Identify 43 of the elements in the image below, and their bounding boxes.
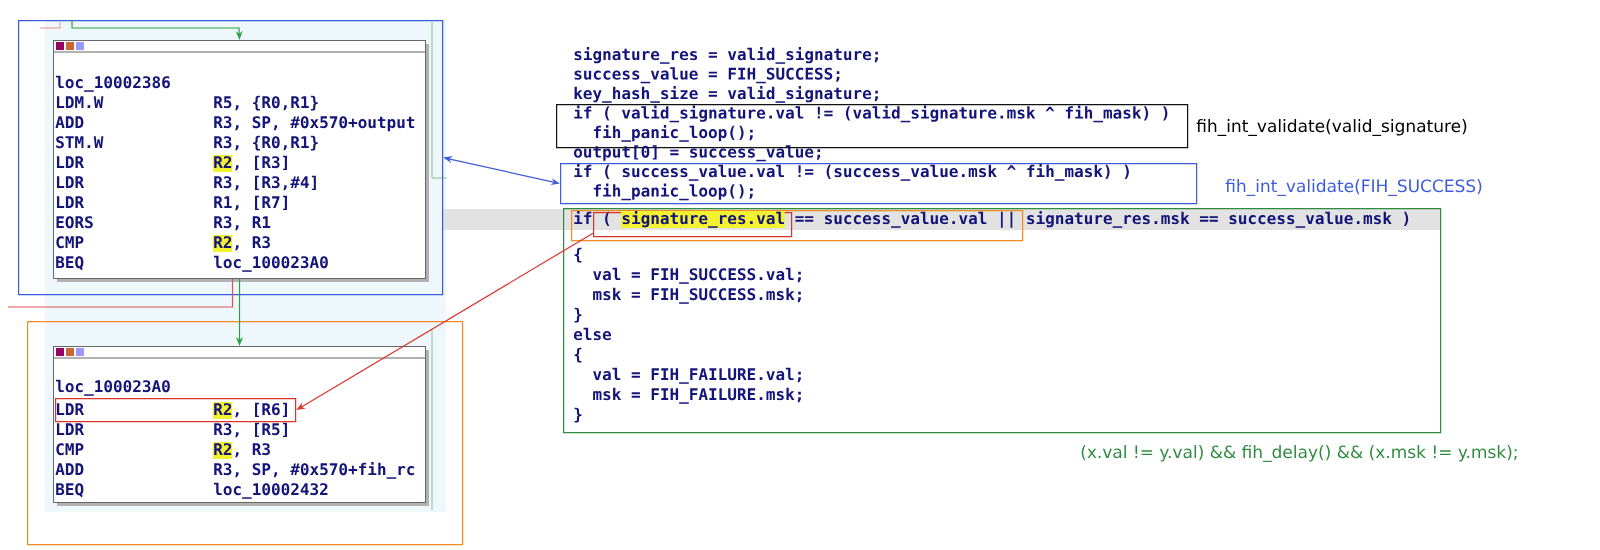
node-label: msk = FIH_SUCCESS.msk; bbox=[593, 287, 801, 304]
node-label: LDR bbox=[56, 423, 85, 436]
node-label: STM.W bbox=[56, 136, 104, 149]
node-label: ADD bbox=[55, 463, 84, 476]
node-label: R3, {R0,R1} bbox=[214, 135, 318, 151]
node-label: R3, [R3,#4] bbox=[214, 175, 316, 191]
code-line: success_value = FIH_SUCCESS; bbox=[574, 67, 840, 84]
node-label: R3, [R5] bbox=[214, 422, 287, 438]
node-label: loc_100023A0 bbox=[213, 255, 328, 272]
node-label: loc_10002432 bbox=[213, 482, 328, 499]
node-label: R3, R1 bbox=[214, 216, 271, 231]
node-label: val = FIH_SUCCESS.val; bbox=[593, 267, 801, 284]
annotation-text: fih_int_validate(valid_signature) bbox=[1196, 119, 1467, 136]
node-label: CMP bbox=[56, 236, 84, 249]
node-label: val = FIH_FAILURE.val; bbox=[593, 367, 801, 384]
annotation-frame bbox=[18, 20, 444, 296]
node-label: else bbox=[573, 327, 612, 341]
code-line: signature_res = valid_signature; bbox=[574, 47, 878, 64]
node-label: msk = FIH_FAILURE.msk; bbox=[593, 387, 801, 404]
node-label: R1, [R7] bbox=[214, 195, 287, 211]
annotation-text: (x.val != y.val) && fih_delay() && (x.msk != y.msk); bbox=[1081, 445, 1517, 462]
node-label: BEQ bbox=[56, 483, 84, 498]
node-label: } bbox=[574, 407, 582, 423]
node-label: loc_100023A0 bbox=[55, 379, 170, 396]
node-label: BEQ bbox=[56, 256, 84, 271]
node-label: } bbox=[574, 307, 582, 323]
annotation-frame: if ( success_value.val != (success_value.msk ^ fih_mask) ) fih_panic_loop(); bbox=[560, 163, 1198, 205]
node-label: LDR bbox=[56, 196, 85, 209]
node-label: ADD bbox=[55, 116, 84, 129]
node-label: loc_10002386 bbox=[55, 75, 170, 92]
node-label: R3, SP, #0x570+fih_rc bbox=[214, 462, 415, 479]
node-label: { bbox=[574, 347, 582, 363]
annotation-frame bbox=[27, 321, 464, 546]
node-label: LDR bbox=[56, 156, 85, 169]
node-label: R3, SP, #0x570+output bbox=[214, 116, 415, 132]
node-label: LDM.W bbox=[56, 96, 104, 109]
node-label: R5, {R0,R1} bbox=[214, 95, 318, 111]
node-label: EORS bbox=[56, 216, 93, 229]
node-label: { bbox=[574, 247, 582, 263]
node-label: LDR bbox=[56, 176, 85, 189]
node-label: signature_res.msk == success_value.msk ) bbox=[1027, 211, 1409, 228]
node-label: CMP bbox=[56, 443, 84, 456]
annotation-text: fih_int_validate(FIH_SUCCESS) bbox=[1225, 179, 1482, 196]
